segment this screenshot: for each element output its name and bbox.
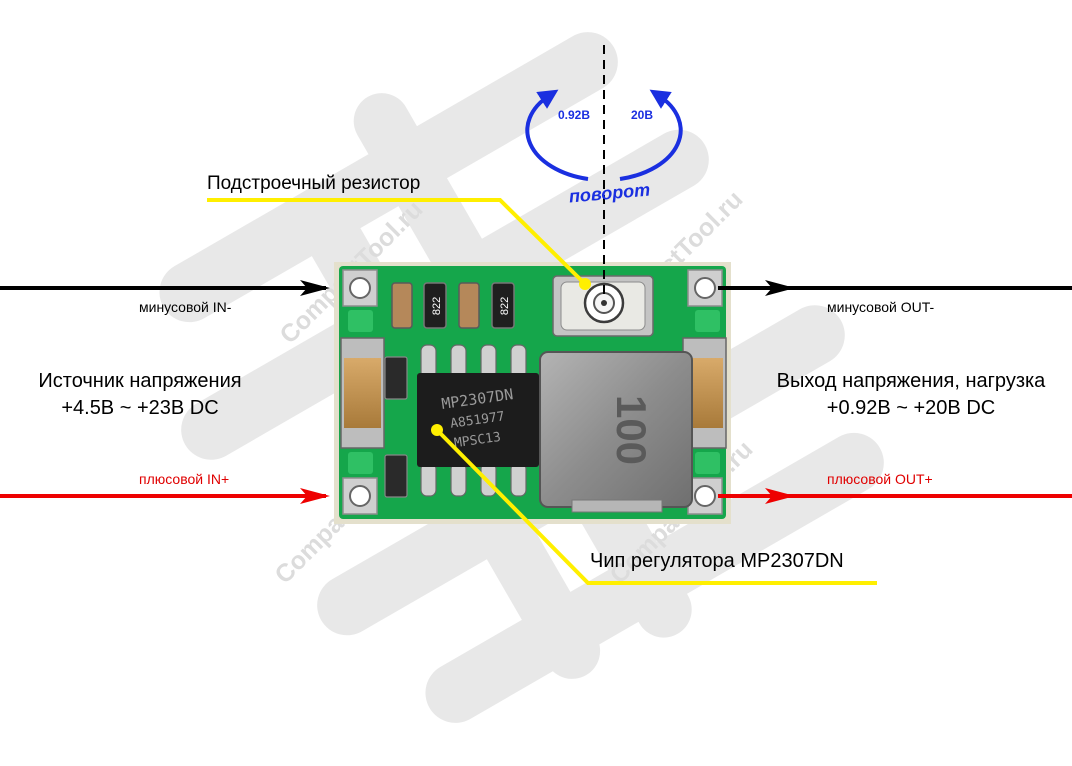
- input-minus-label: минусовой IN-: [139, 299, 232, 315]
- rotate-cw-arrow-icon: [619, 89, 683, 181]
- input-plus-label: плюсовой IN+: [139, 471, 229, 487]
- regulator-chip: MP2307DN A851977 MPSC13: [417, 373, 539, 467]
- smd-capacitor: [458, 282, 480, 329]
- smd-component: [384, 454, 408, 498]
- trimmer-callout-label: Подстроечный резистор: [207, 173, 420, 194]
- input-minus-wire: [0, 280, 330, 296]
- terminal-holes: [349, 277, 716, 507]
- rotate-ccw-arrow-icon: [525, 89, 589, 181]
- rotation-max-label: 20В: [631, 108, 653, 122]
- svg-text:822: 822: [431, 297, 443, 315]
- smd-capacitor: [391, 282, 413, 329]
- trimmer-callout: [207, 198, 591, 290]
- input-capacitor: [340, 337, 385, 449]
- output-minus-label: минусовой OUT-: [827, 299, 935, 315]
- smd-resistor: 822: [491, 282, 515, 329]
- svg-text:100: 100: [608, 395, 655, 465]
- svg-text:MPSC13: MPSC13: [453, 430, 502, 451]
- dc-dc-module-board: 822 822: [334, 262, 731, 524]
- output-minus-wire: [718, 280, 1072, 296]
- rotation-indicator: 0.92В 20В поворот: [525, 89, 683, 207]
- inductor: 100: [539, 351, 693, 513]
- svg-text:822: 822: [499, 297, 511, 315]
- rotation-min-label: 0.92В: [558, 108, 590, 122]
- output-plus-label: плюсовой OUT+: [827, 471, 933, 487]
- load-label-line1: Выход напряжения, нагрузка: [777, 370, 1047, 392]
- smd-component: [384, 356, 408, 400]
- smd-resistor: 822: [423, 282, 447, 329]
- input-plus-wire: [0, 488, 330, 504]
- chip-callout-label: Чип регулятора MP2307DN: [590, 550, 844, 572]
- load-label-line2: +0.92В ~ +20В DC: [827, 397, 995, 419]
- output-plus-wire: [718, 488, 1072, 504]
- test-pads: [348, 310, 720, 474]
- source-label-line1: Источник напряжения: [38, 370, 241, 392]
- trimmer-potentiometer: [552, 275, 654, 337]
- chip-callout: [431, 424, 877, 585]
- source-label-line2: +4.5В ~ +23В DC: [61, 397, 218, 419]
